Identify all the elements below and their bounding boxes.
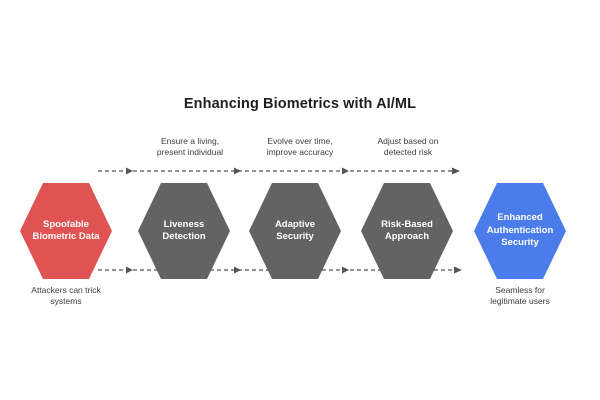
annotation-liveness-detection: Ensure a living, present individual — [156, 136, 224, 157]
arrowhead-icon — [452, 167, 460, 175]
annotation-adaptive-security: Evolve over time, improve accuracy — [266, 136, 334, 157]
arrowhead-icon — [454, 266, 462, 274]
hexagon-spoofable-biometric-data: Spoofable Biometric Data — [20, 183, 112, 279]
annotation-seamless-legitimate-users: Seamless for legitimate users — [490, 285, 550, 306]
arrowhead-icon — [234, 266, 241, 274]
hexagon-risk-based-approach: Risk-Based Approach — [361, 183, 453, 279]
annotation-risk-based-approach: Adjust based on detected risk — [377, 136, 439, 157]
hexagon-enhanced-authentication-security: Enhanced Authentication Security — [474, 183, 566, 279]
arrowhead-icon — [234, 167, 241, 175]
arrowhead-icon — [342, 266, 349, 274]
hexagon-adaptive-security: Adaptive Security — [249, 183, 341, 279]
arrowhead-icon — [126, 266, 133, 274]
diagram-title: Enhancing Biometrics with AI/ML — [183, 96, 417, 112]
arrowhead-icon — [126, 167, 133, 175]
hexagon-liveness-detection: Liveness Detection — [138, 183, 230, 279]
annotation-attackers-trick-systems: Attackers can trick systems — [31, 285, 101, 306]
arrowhead-icon — [342, 167, 349, 175]
